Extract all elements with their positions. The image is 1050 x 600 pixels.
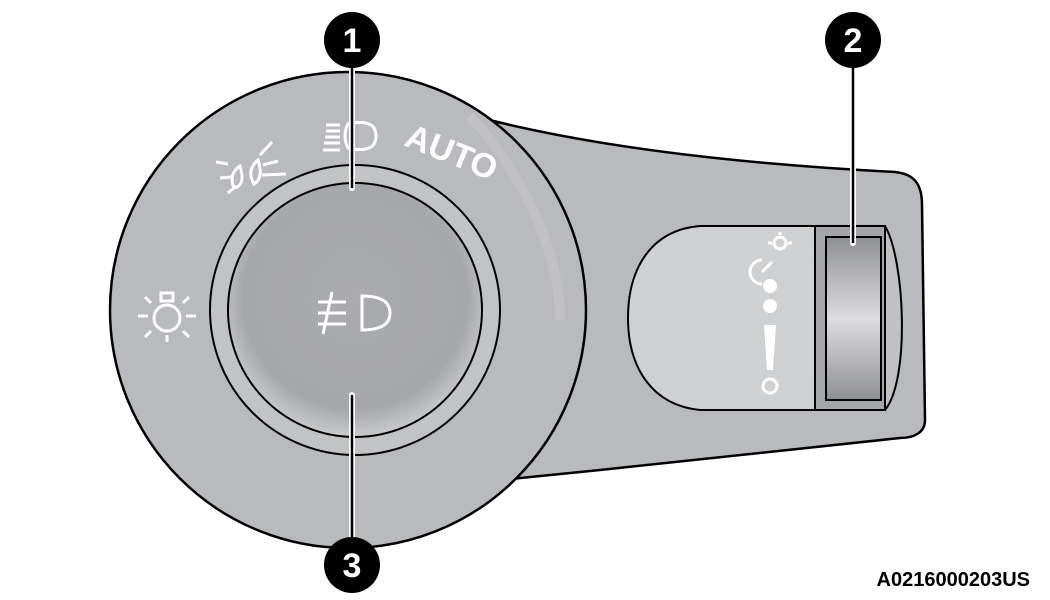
dimmer-off-icon [761,377,779,395]
dimmer-dot-icon [763,299,777,313]
callout-number: 2 [844,22,863,60]
callout-2: 2 [825,12,881,68]
fog-light-icon [318,291,392,335]
dimmer-dot-icon [763,279,777,293]
dimmer-icon [748,232,792,286]
callout-1: 1 [324,12,380,68]
high-beam-icon [323,121,378,152]
dimmer-bar-icon [764,325,776,370]
callout-number: 1 [343,22,362,60]
dimmer-rocker[interactable] [626,225,816,411]
callout-3: 3 [324,537,380,593]
callout-number: 3 [343,547,362,585]
dimmer-thumbwheel[interactable] [825,236,882,401]
headlight-icon [215,140,287,195]
figure-id-caption: A0216000203US [876,569,1030,591]
parking-light-icon [138,291,196,342]
